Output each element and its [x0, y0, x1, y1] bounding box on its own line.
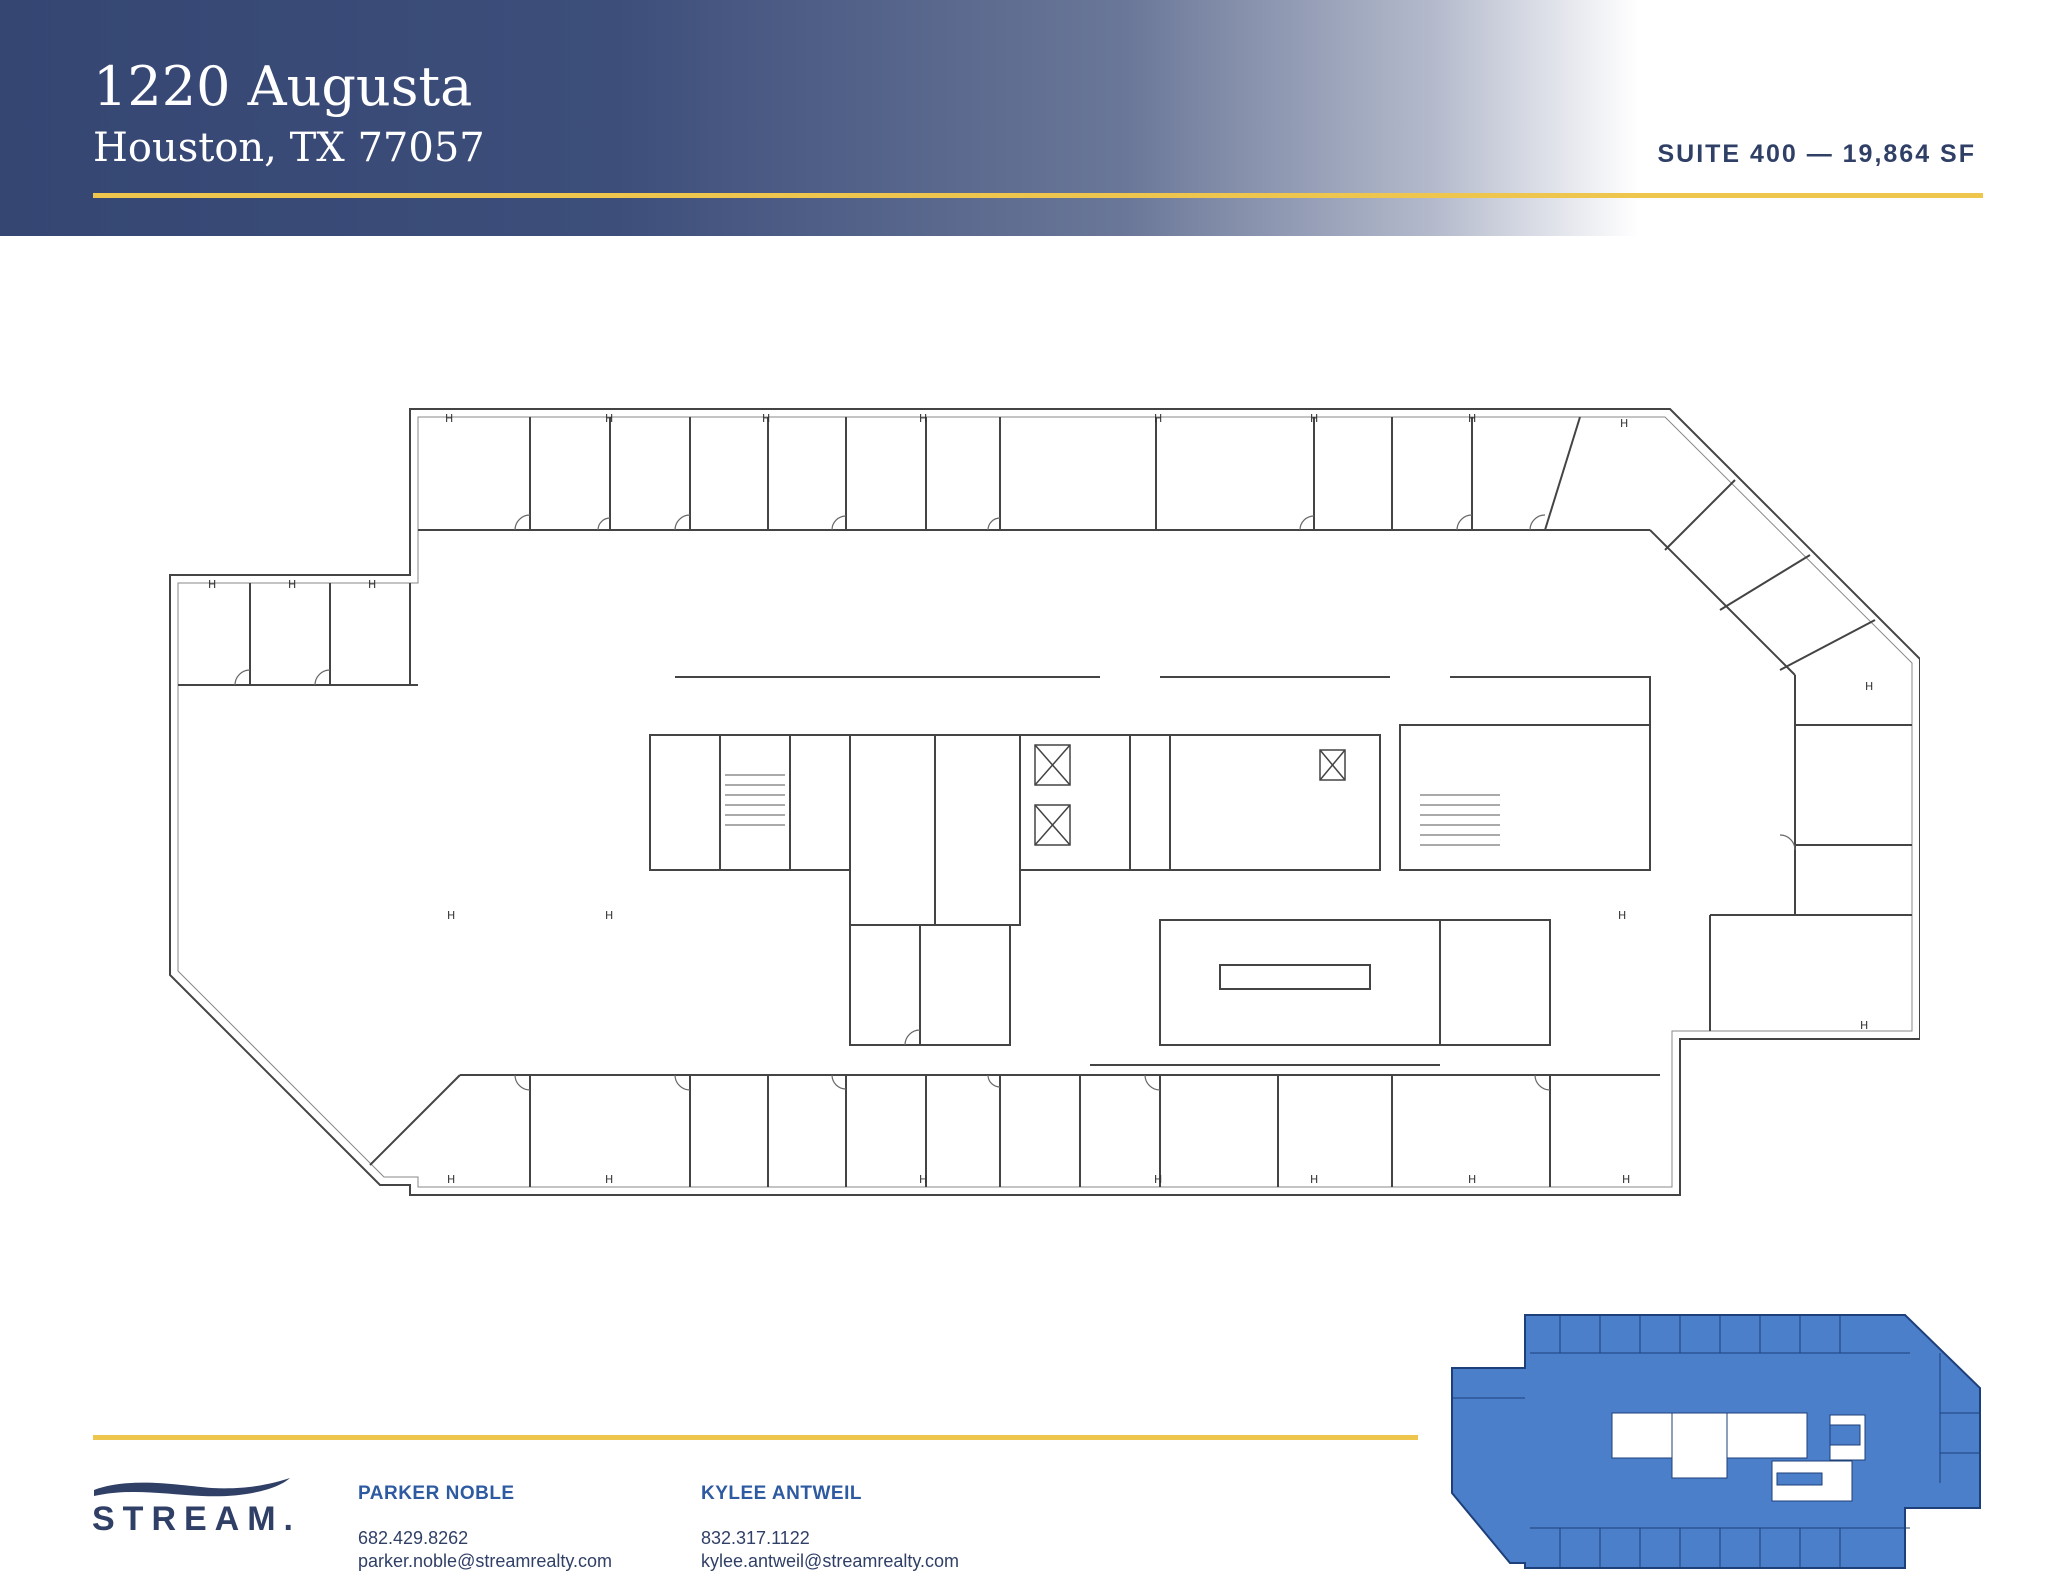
stream-logo-wave-icon [94, 1478, 290, 1497]
footer-divider [93, 1435, 1418, 1440]
svg-text:H: H [368, 578, 376, 591]
svg-text:H: H [605, 909, 613, 922]
svg-text:H: H [1620, 417, 1628, 430]
stream-logo-text: STREAM. [92, 1500, 301, 1538]
svg-text:H: H [1154, 412, 1162, 425]
svg-text:H: H [447, 1173, 455, 1186]
svg-text:H: H [1310, 1173, 1318, 1186]
contact-phone[interactable]: 832.317.1122 [701, 1528, 810, 1548]
contact-name: KYLEE ANTWEIL [701, 1483, 862, 1504]
suite-info: SUITE 400 — 19,864 SF [1657, 140, 1976, 168]
svg-text:H: H [605, 1173, 613, 1186]
svg-text:H: H [1618, 909, 1626, 922]
svg-text:H: H [1154, 1173, 1162, 1186]
svg-text:H: H [605, 412, 613, 425]
svg-text:H: H [1865, 680, 1873, 693]
contact-email[interactable]: parker.noble@streamrealty.com [358, 1551, 613, 1571]
svg-text:H: H [762, 412, 770, 425]
svg-text:H: H [1310, 412, 1318, 425]
svg-text:H: H [1468, 1173, 1476, 1186]
svg-text:H: H [1622, 1173, 1630, 1186]
svg-text:H: H [1860, 1019, 1868, 1032]
svg-text:H: H [919, 412, 927, 425]
contact-name: PARKER NOBLE [358, 1483, 515, 1504]
contact-phone[interactable]: 682.429.8262 [358, 1528, 469, 1548]
svg-text:H: H [1468, 412, 1476, 425]
svg-text:H: H [288, 578, 296, 591]
svg-text:H: H [447, 909, 455, 922]
contact-parker: PARKER NOBLE 682.429.8262 parker.noble@s… [358, 1483, 612, 1573]
building-address: Houston, TX 77057 [93, 125, 485, 171]
key-plan [1451, 1314, 1981, 1569]
svg-text:H: H [445, 412, 453, 425]
svg-text:H: H [208, 578, 216, 591]
floor-plan: H H H H H H H H H H H H H H H H H H H H H H H [169, 408, 1920, 1196]
svg-text:H: H [919, 1173, 927, 1186]
building-title: 1220 Augusta [93, 55, 473, 118]
contact-email[interactable]: kylee.antweil@streamrealty.com [701, 1551, 960, 1571]
header-divider [93, 193, 1983, 198]
contact-kylee: KYLEE ANTWEIL 832.317.1122 kylee.antweil… [701, 1483, 959, 1573]
